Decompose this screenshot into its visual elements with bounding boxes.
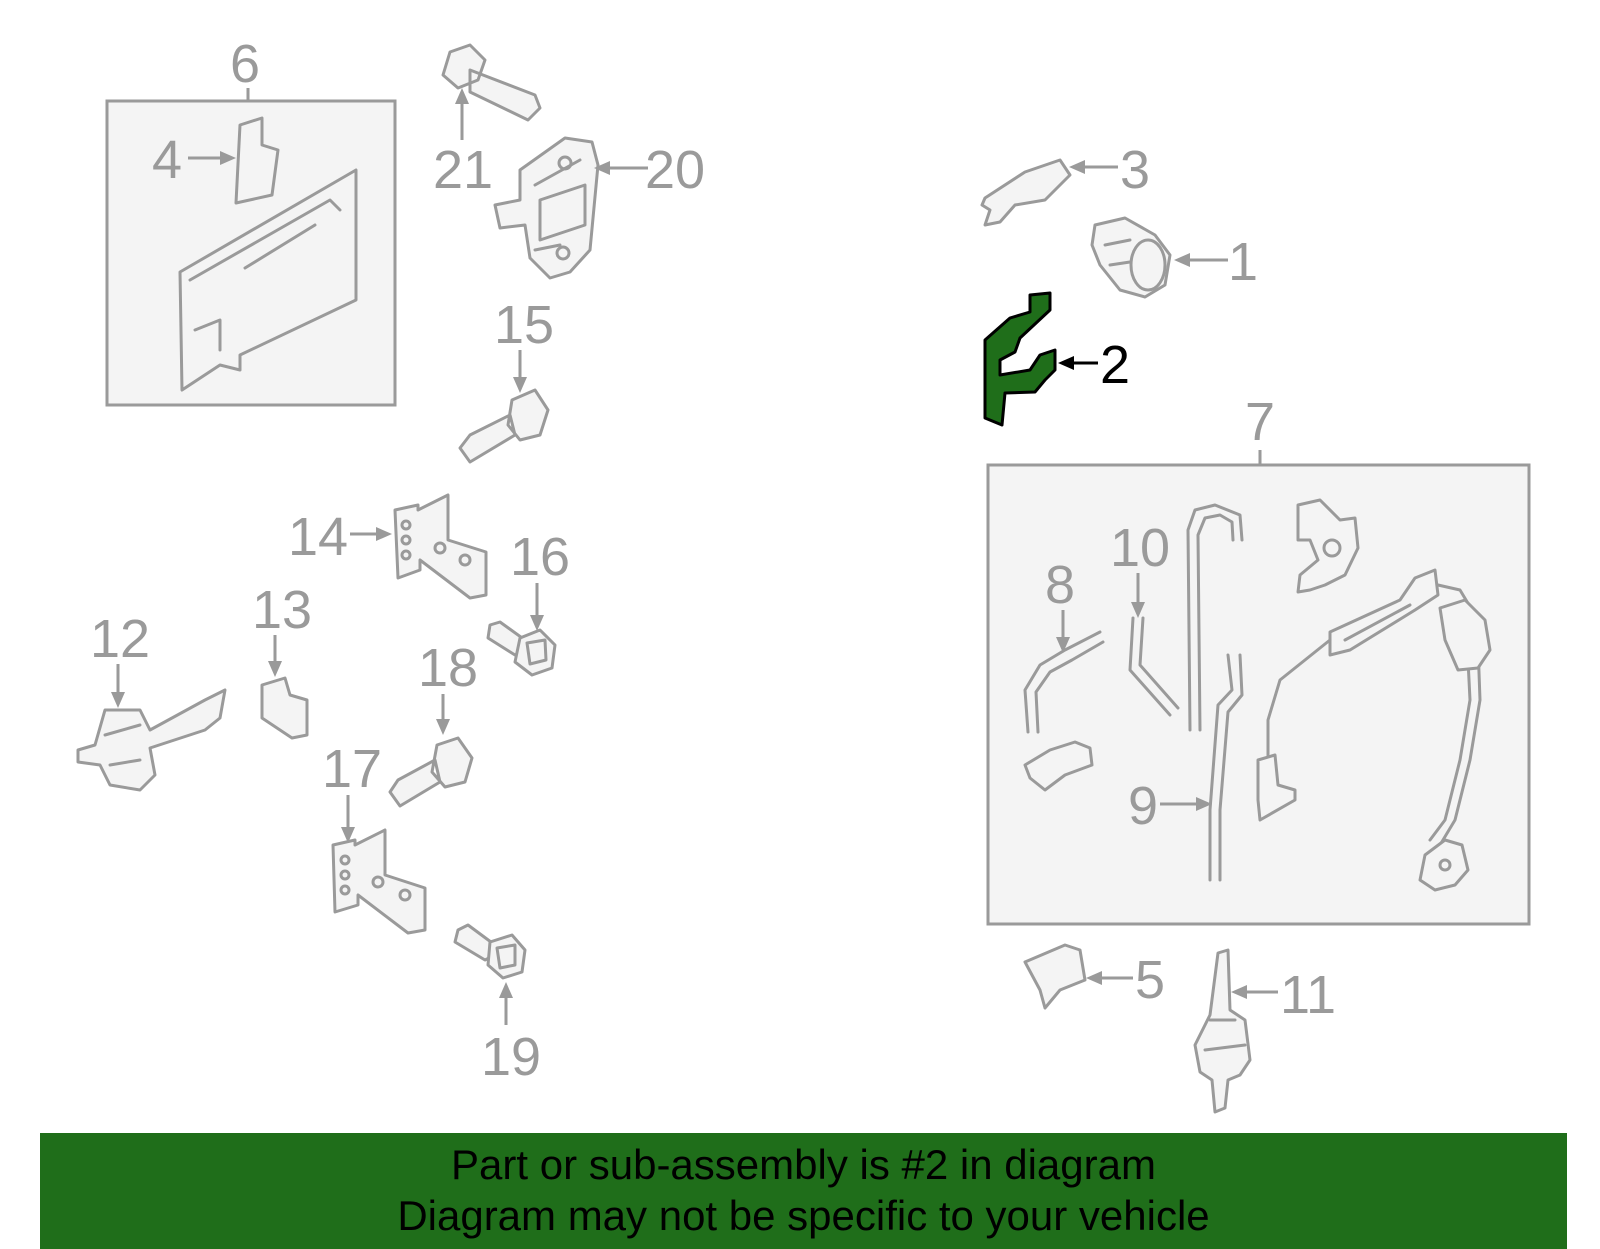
banner-line-1: Part or sub-assembly is #2 in diagram [451, 1141, 1156, 1188]
callout-18: 18 [418, 638, 478, 698]
part-2-group: 2 [983, 291, 1130, 427]
assembly-6-group: 6 4 [105, 34, 397, 407]
part-20-striker-shape [493, 136, 600, 280]
callout-6: 6 [230, 34, 260, 94]
part-17-hinge-shape [331, 828, 427, 935]
part-latch-bracket-shape [1296, 498, 1360, 594]
part-14-hinge-shape [393, 493, 488, 600]
part-13-shape [260, 676, 309, 740]
callout-9: 9 [1128, 776, 1158, 836]
callout-10: 10 [1110, 518, 1170, 578]
callout-7: 7 [1245, 392, 1275, 452]
part-5-shape [1023, 943, 1087, 1010]
info-banner: Part or sub-assembly is #2 in diagram Di… [40, 1133, 1567, 1249]
part-10-rod-shape [1128, 616, 1180, 717]
callout-16: 16 [510, 527, 570, 587]
part-3-shape [980, 158, 1072, 227]
part-cable-shape [1266, 583, 1482, 847]
part-12-group: 12 [76, 609, 227, 792]
part-6-module-shape [178, 168, 358, 392]
part-20-group: 20 [493, 136, 705, 280]
part-21-bolt-shape [441, 43, 542, 122]
callout-11: 11 [1280, 965, 1336, 1025]
part-2-highlighted-shape [983, 291, 1057, 427]
part-3-group: 3 [980, 140, 1150, 227]
part-lower-clip-shape [1418, 838, 1470, 892]
callout-12: 12 [90, 609, 150, 669]
part-4-shape [234, 116, 280, 205]
callout-21: 21 [433, 140, 493, 200]
callout-13: 13 [252, 580, 312, 640]
part-16-group: 16 [486, 527, 570, 677]
callout-19: 19 [481, 1027, 541, 1087]
callout-17: 17 [322, 739, 382, 799]
part-cable-end-shape [1256, 753, 1297, 822]
part-8-clip-shape [1023, 740, 1094, 792]
assembly-7-group: 7 8 10 9 [986, 392, 1531, 926]
part-21-group: 21 [433, 43, 542, 200]
part-18-group: 18 [388, 638, 478, 808]
part-17-group: 17 [322, 739, 427, 935]
callout-4: 4 [152, 130, 182, 190]
part-14-group: 14 [288, 493, 488, 600]
part-19-group: 19 [453, 923, 541, 1087]
callout-5: 5 [1135, 950, 1165, 1010]
part-12-handle-shape [76, 688, 227, 792]
part-rod-long-shape [1186, 503, 1244, 732]
callout-15: 15 [494, 295, 554, 355]
part-latch-shape [1438, 598, 1492, 672]
part-15-bolt-shape [458, 388, 550, 464]
part-5-group: 5 [1023, 943, 1165, 1010]
part-13-group: 13 [252, 580, 312, 740]
callout-2: 2 [1100, 335, 1130, 395]
part-9-rod-shape [1208, 653, 1244, 882]
banner-line-2: Diagram may not be specific to your vehi… [397, 1192, 1210, 1239]
callout-3: 3 [1120, 140, 1150, 200]
part-11-rod-shape [1193, 948, 1252, 1114]
part-1-group: 1 [1090, 216, 1258, 299]
callout-14: 14 [288, 507, 348, 567]
part-18-bolt-shape [388, 736, 474, 808]
part-8-rod-shape [1023, 630, 1105, 734]
callout-1: 1 [1228, 232, 1258, 292]
callout-20: 20 [645, 140, 705, 200]
part-11-group: 11 [1193, 948, 1336, 1114]
callout-8: 8 [1045, 555, 1075, 615]
part-15-group: 15 [458, 295, 554, 464]
